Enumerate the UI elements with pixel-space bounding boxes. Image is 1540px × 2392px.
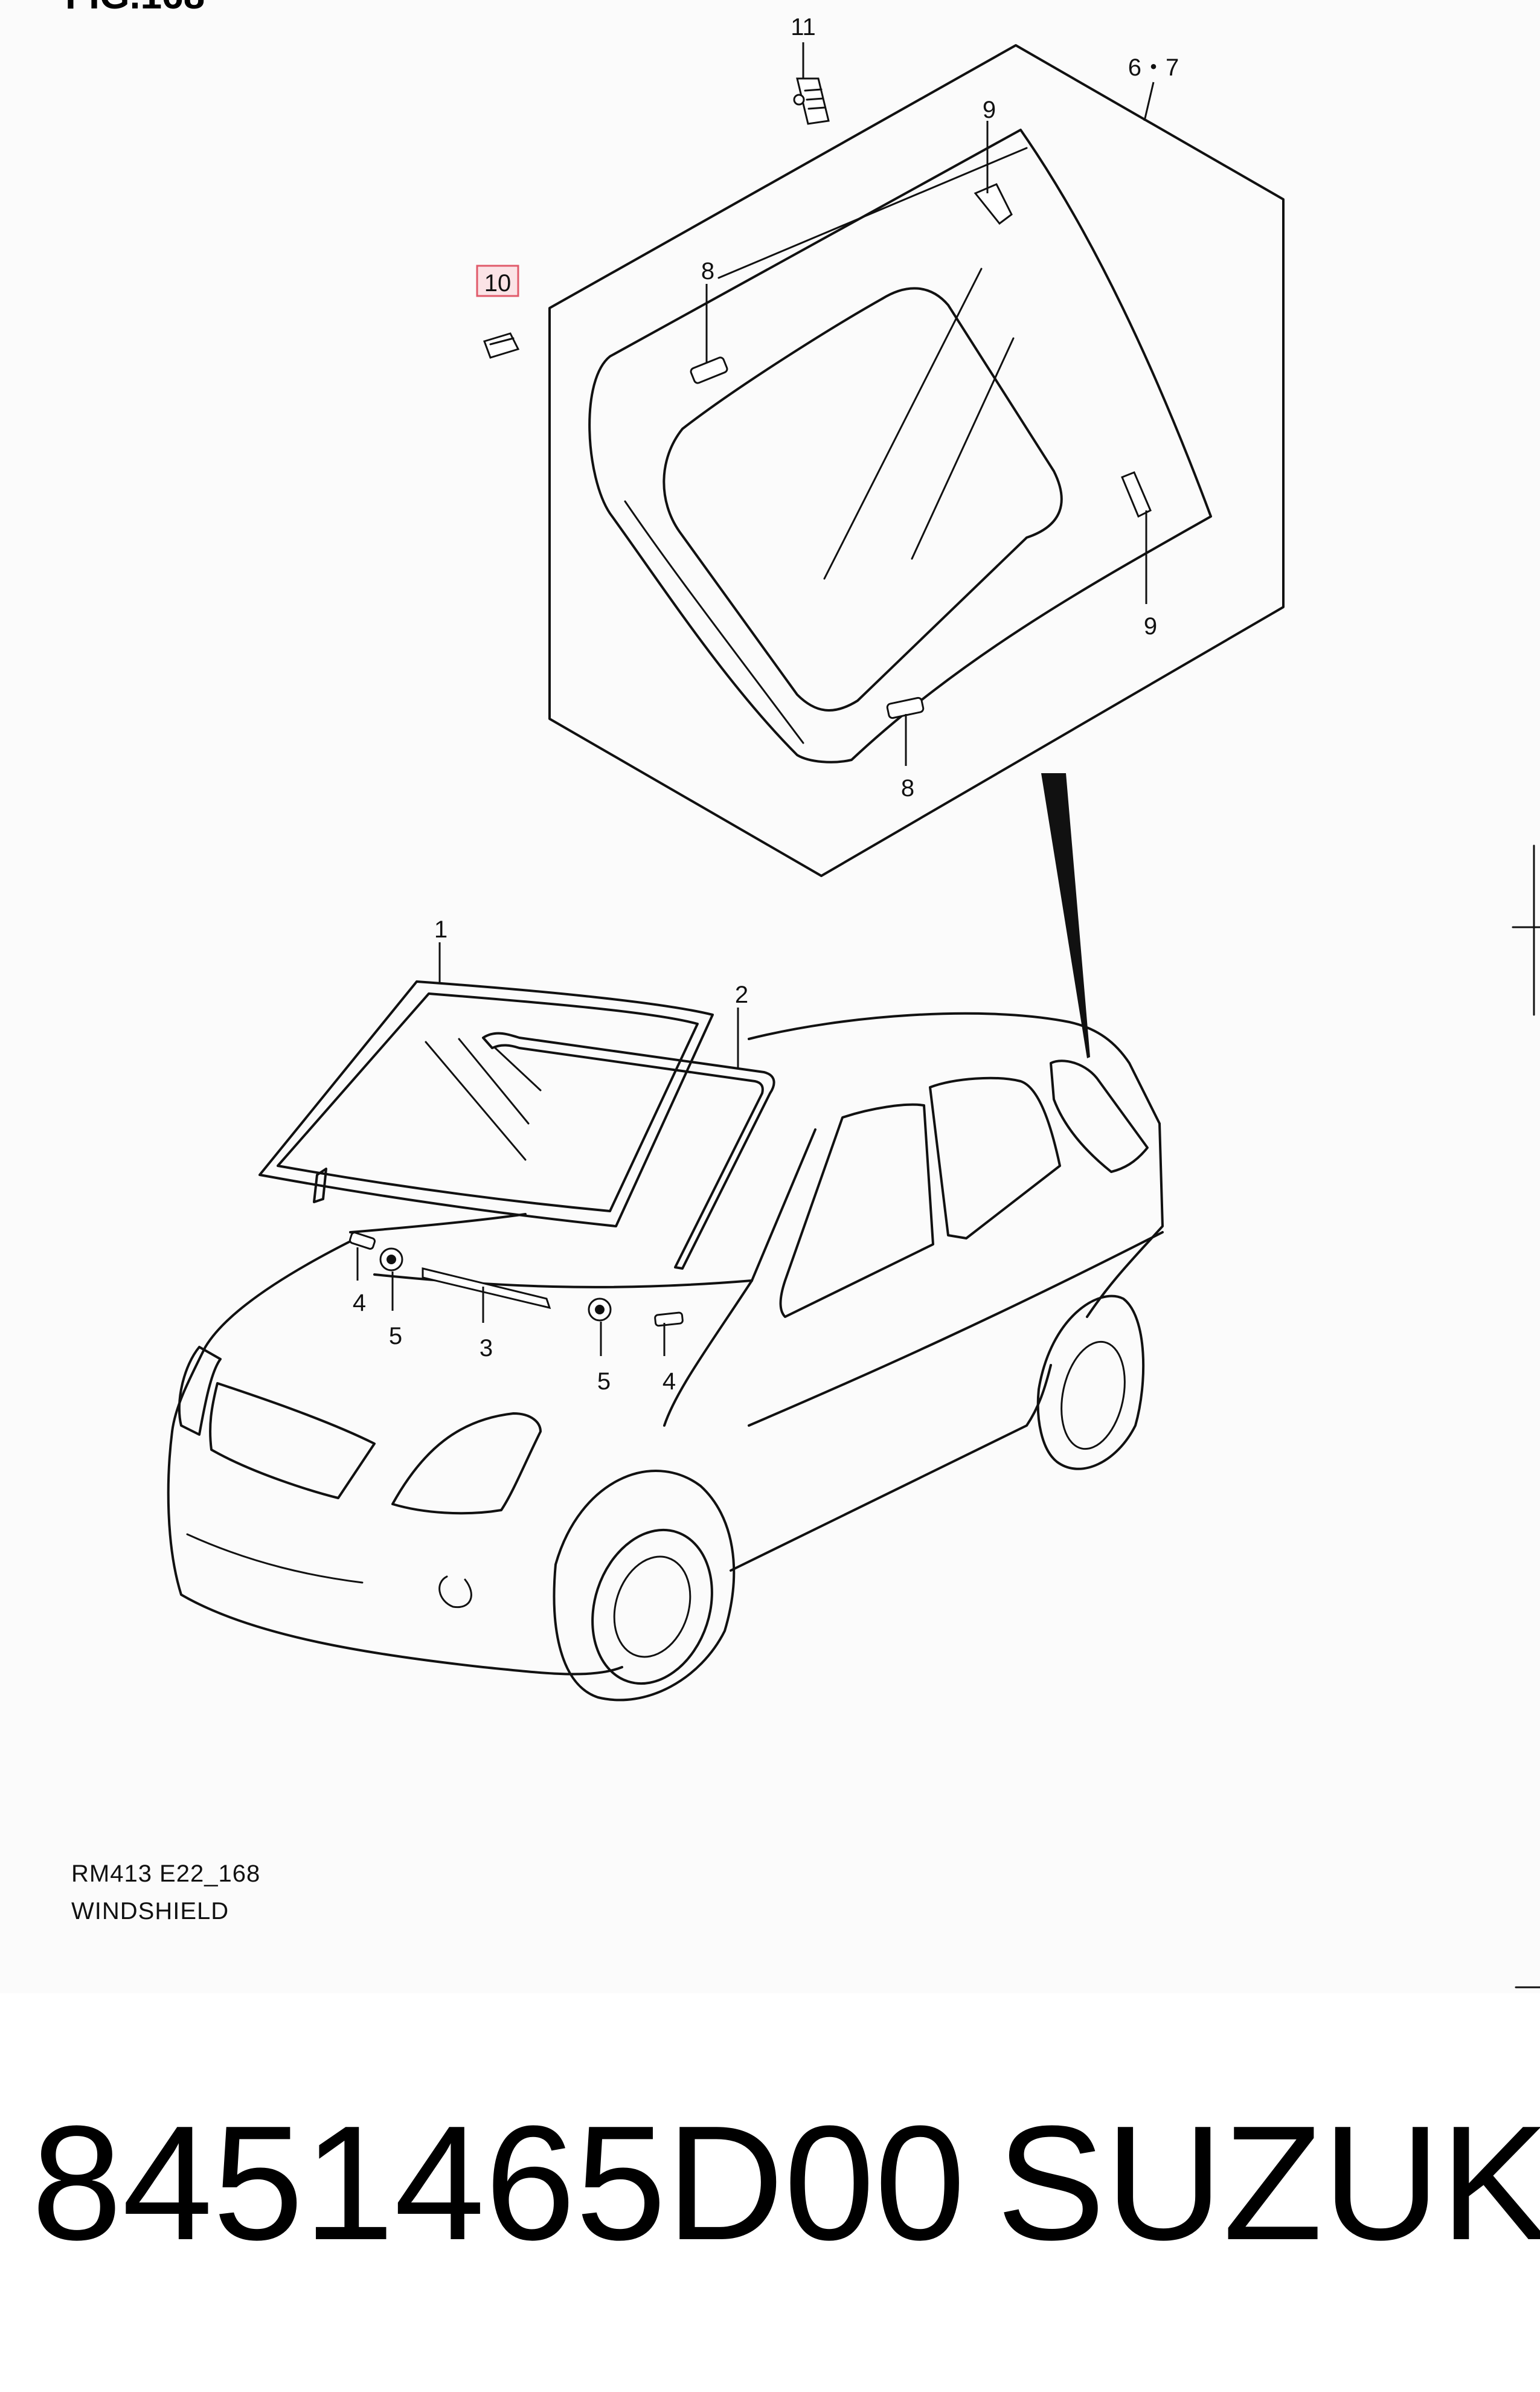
grommet-part-5 xyxy=(379,1247,612,1356)
windshield-reflection-1 xyxy=(425,1041,527,1161)
part-10-icon xyxy=(483,332,520,359)
clip-part-9-upper xyxy=(974,183,1013,225)
figure-title: FIG.168 xyxy=(65,0,205,17)
detail-pointer xyxy=(1041,773,1090,1058)
detail-hexagon-outline xyxy=(548,44,1285,877)
brand-name: SUZUKI xyxy=(996,2092,1540,2274)
car-front-wheel xyxy=(591,1528,713,1685)
car-hood-left xyxy=(171,1237,358,1433)
callout-11: 11 xyxy=(791,14,816,40)
cowl-part-3 xyxy=(422,1267,551,1323)
callout-6-7: 6・7 xyxy=(1128,54,1179,81)
car-cowl-line xyxy=(349,1213,527,1233)
callout-2: 2 xyxy=(735,982,748,1008)
callout-5-right: 5 xyxy=(597,1368,611,1395)
clip-part-11 xyxy=(793,42,830,125)
car-grille xyxy=(209,1382,376,1499)
car-side-crease xyxy=(748,1231,1164,1427)
car-front-wheel-arch xyxy=(553,1470,736,1702)
car-right-headlamp xyxy=(391,1412,542,1515)
part-10-highlighted xyxy=(476,265,520,359)
car-front-bumper xyxy=(167,1430,623,1676)
caption-name: WINDSHIELD xyxy=(71,1898,229,1924)
car-bumper-crease xyxy=(186,1533,364,1584)
car-roof xyxy=(748,1012,1164,1318)
callout-1: 1 xyxy=(434,916,448,943)
callout-5-left: 5 xyxy=(389,1323,402,1349)
car-rear-wheel xyxy=(1060,1340,1126,1450)
parts-diagram: FIG.168 xyxy=(65,0,1540,1989)
reflection-line-1 xyxy=(823,268,983,580)
callout-4-right: 4 xyxy=(663,1368,676,1395)
rear-window-detail xyxy=(548,44,1285,877)
car-left-headlamp xyxy=(178,1346,222,1436)
windshield-part-1 xyxy=(258,942,714,1227)
car-hood-rear-edge xyxy=(373,1273,753,1288)
callout-8-lower: 8 xyxy=(901,775,914,802)
part-10-highlight-box xyxy=(476,265,519,297)
molding-part-2 xyxy=(482,1008,775,1270)
car-rear-side-window xyxy=(929,1076,1061,1239)
part-number: 8451465D00 xyxy=(31,2092,966,2274)
rear-glass-outer xyxy=(588,129,1212,764)
windshield-reflection-2 xyxy=(458,1038,530,1125)
car-rear-glass xyxy=(1050,1059,1149,1173)
car-front-hub xyxy=(613,1555,691,1658)
windshield-reflection-3 xyxy=(494,1047,542,1092)
reflection-line-2 xyxy=(911,337,1015,560)
spacer-part-8-upper xyxy=(690,356,728,384)
rear-glass-top-strip xyxy=(717,147,1028,279)
car-front-side-window xyxy=(779,1103,934,1318)
callout-9-upper: 9 xyxy=(983,97,996,123)
rear-glass-edge xyxy=(624,500,804,744)
car-fog-lamp xyxy=(438,1575,472,1609)
callout-8-upper: 8 xyxy=(701,258,714,285)
callout-3: 3 xyxy=(480,1335,493,1362)
clip-part-4 xyxy=(348,1232,684,1356)
footer xyxy=(0,1993,1540,2392)
caption-code: RM413 E22_168 xyxy=(71,1860,261,1887)
callout-4-left: 4 xyxy=(353,1290,366,1316)
rear-glass-inner xyxy=(663,287,1063,712)
car-rear-wheel-arch xyxy=(1036,1294,1145,1470)
car-side-sill xyxy=(730,1364,1052,1572)
callout-10: 10 xyxy=(484,270,512,297)
car-illustration xyxy=(167,1012,1164,1702)
callout-9-lower: 9 xyxy=(1144,613,1157,640)
clip-part-9-lower xyxy=(1121,471,1152,518)
leader-6-7 xyxy=(1143,82,1155,121)
car-hood-right xyxy=(663,1279,753,1427)
car-a-pillar xyxy=(751,1128,817,1282)
